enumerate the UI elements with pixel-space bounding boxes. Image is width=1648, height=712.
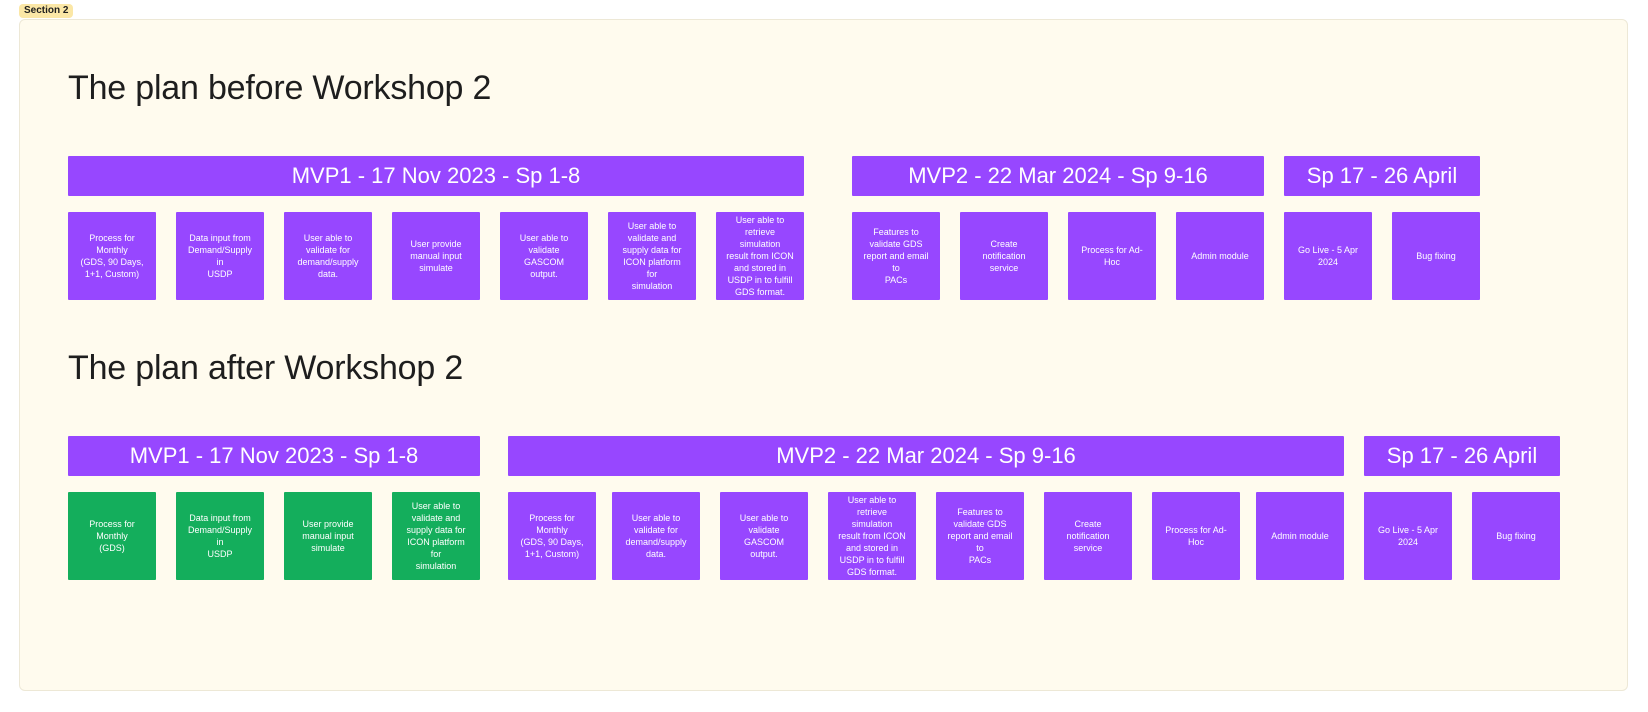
- after-card-validate-demand-supply[interactable]: User able to validate for demand/supply …: [612, 492, 700, 580]
- before-card-validate-gds[interactable]: Features to validate GDS report and emai…: [852, 212, 940, 300]
- before-card-bug-fixing[interactable]: Bug fixing: [1392, 212, 1480, 300]
- section-label[interactable]: Section 2: [19, 4, 74, 18]
- before-mvp2-banner[interactable]: MVP2 - 22 Mar 2024 - Sp 9-16: [852, 156, 1264, 196]
- before-sp17-banner[interactable]: Sp 17 - 26 April: [1284, 156, 1480, 196]
- after-card-notification[interactable]: Create notification service: [1044, 492, 1132, 580]
- after-card-admin[interactable]: Admin module: [1256, 492, 1344, 580]
- after-card-monthly-gds[interactable]: Process for Monthly (GDS): [68, 492, 156, 580]
- before-card-data-input[interactable]: Data input from Demand/Supply in USDP: [176, 212, 264, 300]
- after-mvp1-banner[interactable]: MVP1 - 17 Nov 2023 - Sp 1-8: [68, 436, 480, 476]
- after-card-bug-fixing[interactable]: Bug fixing: [1472, 492, 1560, 580]
- after-card-go-live[interactable]: Go Live - 5 Apr 2024: [1364, 492, 1452, 580]
- before-card-icon-supply[interactable]: User able to validate and supply data fo…: [608, 212, 696, 300]
- after-card-manual-input[interactable]: User provide manual input simulate: [284, 492, 372, 580]
- after-card-retrieve-simulation[interactable]: User able to retrieve simulation result …: [828, 492, 916, 580]
- before-card-go-live[interactable]: Go Live - 5 Apr 2024: [1284, 212, 1372, 300]
- before-card-retrieve-simulation[interactable]: User able to retrieve simulation result …: [716, 212, 804, 300]
- after-card-monthly-process[interactable]: Process for Monthly (GDS, 90 Days, 1+1, …: [508, 492, 596, 580]
- before-card-manual-input[interactable]: User provide manual input simulate: [392, 212, 480, 300]
- before-card-admin[interactable]: Admin module: [1176, 212, 1264, 300]
- before-mvp1-banner[interactable]: MVP1 - 17 Nov 2023 - Sp 1-8: [68, 156, 804, 196]
- before-heading: The plan before Workshop 2: [68, 69, 492, 107]
- after-mvp2-banner[interactable]: MVP2 - 22 Mar 2024 - Sp 9-16: [508, 436, 1344, 476]
- after-card-data-input[interactable]: Data input from Demand/Supply in USDP: [176, 492, 264, 580]
- before-card-monthly-process[interactable]: Process for Monthly (GDS, 90 Days, 1+1, …: [68, 212, 156, 300]
- after-card-validate-gascom[interactable]: User able to validate GASCOM output.: [720, 492, 808, 580]
- before-card-notification[interactable]: Create notification service: [960, 212, 1048, 300]
- after-sp17-banner[interactable]: Sp 17 - 26 April: [1364, 436, 1560, 476]
- before-card-validate-demand-supply[interactable]: User able to validate for demand/supply …: [284, 212, 372, 300]
- before-card-validate-gascom[interactable]: User able to validate GASCOM output.: [500, 212, 588, 300]
- after-card-icon-supply[interactable]: User able to validate and supply data fo…: [392, 492, 480, 580]
- after-card-ad-hoc[interactable]: Process for Ad- Hoc: [1152, 492, 1240, 580]
- after-heading: The plan after Workshop 2: [68, 349, 464, 387]
- after-card-validate-gds[interactable]: Features to validate GDS report and emai…: [936, 492, 1024, 580]
- before-card-ad-hoc[interactable]: Process for Ad- Hoc: [1068, 212, 1156, 300]
